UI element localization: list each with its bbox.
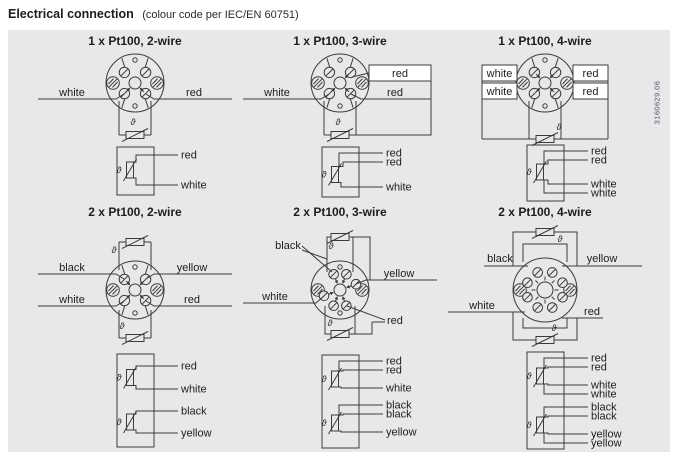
wire-label: red xyxy=(184,294,200,306)
wiring-diagram-1x2: ϑ white red ϑ red white xyxy=(38,53,232,196)
wiring-diagram-2x2: ϑ ϑ black yellow white red ϑ red white ϑ black yell… xyxy=(38,235,232,448)
wire-label: red xyxy=(386,365,402,377)
wire-label: yellow xyxy=(587,253,618,265)
diagram-heading: 2 x Pt100, 2-wire xyxy=(88,205,182,219)
wire-label: black xyxy=(181,406,207,418)
diagram-heading: 2 x Pt100, 3-wire xyxy=(293,205,387,219)
wire-label: white xyxy=(180,384,207,396)
wire-label: white xyxy=(590,179,617,191)
theta-symbol: ϑ xyxy=(120,321,126,331)
wire-label: red xyxy=(591,155,607,167)
wire-label: red xyxy=(392,68,408,80)
theta-symbol: ϑ xyxy=(527,371,533,381)
wire-label: white xyxy=(468,300,495,312)
wire-label: black xyxy=(591,402,617,414)
wire-label: red xyxy=(386,148,402,160)
image-reference-number: 3160629.06 xyxy=(652,80,662,125)
theta-symbol: ϑ xyxy=(336,117,342,127)
theta-symbol: ϑ xyxy=(322,374,328,384)
wire-label: yellow xyxy=(177,262,208,274)
wire-label: white xyxy=(486,86,513,98)
wire-label: white xyxy=(590,389,617,401)
wire-label: white xyxy=(58,294,85,306)
diagram-heading: 1 x Pt100, 3-wire xyxy=(293,34,387,48)
wire-label: red xyxy=(186,87,202,99)
wire-label: yellow xyxy=(181,428,212,440)
figure-title-main: Electrical connection xyxy=(8,7,134,21)
diagram-cell-2x-pt100-3-wire: 2 x Pt100, 3-wire ϑ yellow black white ϑ red ϑ… xyxy=(235,205,445,450)
theta-symbol: ϑ xyxy=(112,245,118,255)
wire-label: white xyxy=(261,291,288,303)
theta-symbol: ϑ xyxy=(329,241,335,251)
figure-title-sub: (colour code per IEC/EN 60751) xyxy=(142,9,299,21)
wire-label: yellow xyxy=(386,427,417,439)
wire-label: white xyxy=(486,68,513,80)
wire-label: black xyxy=(59,262,85,274)
wire-label: red xyxy=(181,361,197,373)
wire-label: red xyxy=(386,356,402,368)
wire-label: red xyxy=(386,157,402,169)
wire-label: white xyxy=(58,87,85,99)
wire-label: black xyxy=(386,400,412,412)
wire-label: red xyxy=(591,362,607,374)
theta-symbol: ϑ xyxy=(117,373,123,383)
wire-label: red xyxy=(583,68,599,80)
theta-symbol: ϑ xyxy=(328,318,334,328)
wire-label: black xyxy=(275,240,301,252)
wire-label: white xyxy=(180,180,207,192)
wire-label: red xyxy=(181,150,197,162)
wire-label: red xyxy=(591,353,607,365)
theta-symbol: ϑ xyxy=(322,418,328,428)
wire-label: white xyxy=(590,380,617,392)
wire-label: red xyxy=(591,146,607,158)
theta-symbol: ϑ xyxy=(117,417,123,427)
theta-symbol: ϑ xyxy=(557,122,563,132)
theta-symbol: ϑ xyxy=(131,117,137,127)
theta-symbol: ϑ xyxy=(527,167,533,177)
figure-title: Electrical connection (colour code per I… xyxy=(8,5,299,23)
wire-label: black xyxy=(487,253,513,265)
diagram-cell-2x-pt100-4-wire: 2 x Pt100, 4-wire ϑ ϑ black yellow white red ϑ… xyxy=(440,205,650,450)
diagram-heading: 1 x Pt100, 4-wire xyxy=(498,34,592,48)
diagram-heading: 2 x Pt100, 4-wire xyxy=(498,205,592,219)
wire-label: red xyxy=(584,306,600,318)
diagram-panel: 1 x Pt100, 2-wire ϑ white red ϑ red white 1 x… xyxy=(8,30,670,452)
diagram-heading: 1 x Pt100, 2-wire xyxy=(88,34,182,48)
theta-symbol: ϑ xyxy=(527,420,533,430)
wire-label: black xyxy=(591,411,617,423)
wire-label: white xyxy=(385,182,412,194)
wire-label: red xyxy=(387,315,403,327)
wire-label: white xyxy=(385,383,412,395)
wire-label: white xyxy=(590,188,617,200)
theta-symbol: ϑ xyxy=(558,234,564,244)
wire-label: yellow xyxy=(591,438,622,450)
diagram-cell-1x-pt100-2-wire: 1 x Pt100, 2-wire ϑ white red ϑ red white xyxy=(30,34,240,203)
wire-label: white xyxy=(263,87,290,99)
theta-symbol: ϑ xyxy=(117,165,123,175)
theta-symbol: ϑ xyxy=(552,323,558,333)
theta-symbol: ϑ xyxy=(322,170,328,180)
wire-label: yellow xyxy=(384,268,415,280)
wire-label: yellow xyxy=(591,429,622,441)
wire-label: black xyxy=(386,409,412,421)
wire-label: red xyxy=(583,86,599,98)
wire-label: red xyxy=(387,87,403,99)
